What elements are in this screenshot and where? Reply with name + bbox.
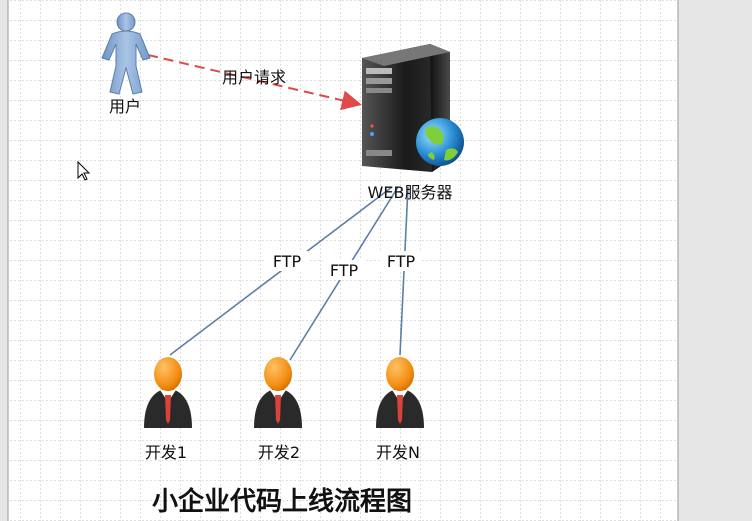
mouse-cursor-icon xyxy=(77,160,91,181)
developer-label-1: 开发1 xyxy=(145,443,187,462)
server-label: WEB服务器 xyxy=(368,183,453,202)
request-label: 用户请求 xyxy=(222,68,286,87)
developer-icon-1 xyxy=(144,357,192,428)
ftp-label-n: FTP xyxy=(387,252,416,271)
person-icon xyxy=(101,12,151,95)
diagram-title: 小企业代码上线流程图 xyxy=(152,486,412,517)
developer-label-n: 开发N xyxy=(376,443,420,462)
developer-label-2: 开发2 xyxy=(258,443,300,462)
developer-icon-n xyxy=(376,357,424,428)
user-label: 用户 xyxy=(109,97,141,116)
request-arrow xyxy=(147,54,362,111)
globe-icon xyxy=(416,118,464,166)
developer-icon-2 xyxy=(254,357,302,428)
ftp-label-1: FTP xyxy=(273,252,302,271)
ftp-label-2: FTP xyxy=(330,261,359,280)
